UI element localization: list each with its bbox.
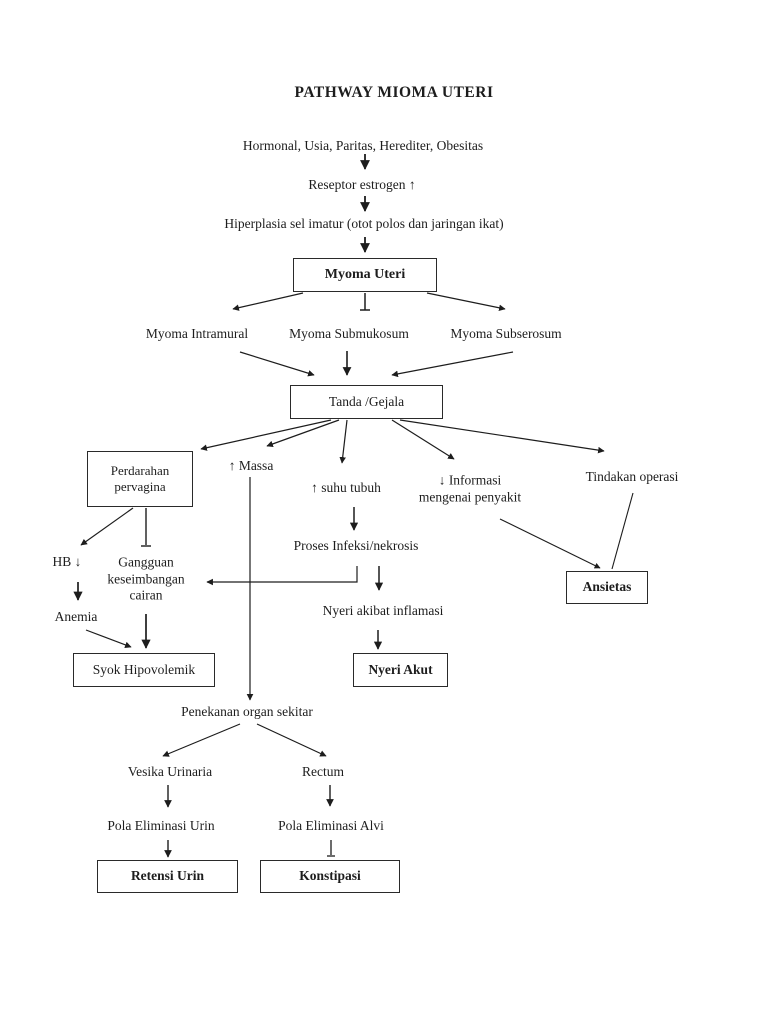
box-konstipasi: Konstipasi [260,860,400,893]
arrows-bottom-cluster [162,723,335,858]
box-nyeri-akut: Nyeri Akut [353,653,448,687]
box-perdarahan-line1: Perdarahan [110,462,170,478]
node-gangguan-cairan: Gangguan keseimbangan cairan [107,554,184,604]
arrow-anemia-to-syok [85,629,132,648]
node-penekanan-organ: Penekanan organ sekitar [181,703,313,719]
node-hormonal-factors: Hormonal, Usia, Paritas, Herediter, Obes… [242,137,484,153]
arrow-tanda-to-tindakan [399,419,605,454]
node-nyeri-inflamasi: Nyeri akibat inflamasi [322,602,444,618]
node-tindakan-operasi: Tindakan operasi [585,468,679,484]
node-anemia: Anemia [54,608,98,624]
box-perdarahan-pervagina: Perdarahan pervagina [87,451,193,507]
node-myoma-intramural: Myoma Intramural [145,325,249,341]
node-gangguan-line1: Gangguan [118,554,174,570]
arrow-tanda-to-informasi [391,419,455,460]
arrows-converge-tanda [239,351,514,378]
arrow-myoma-to-subserosum [426,292,506,312]
arrow-subserosum-to-tanda [391,351,514,378]
node-myoma-submukosum: Myoma Submukosum [289,325,409,341]
node-myoma-subserosum: Myoma Subserosum [450,325,562,341]
node-informasi-line2: mengenai penyakit [418,489,522,504]
line-tindakan-to-ansietas [611,492,634,570]
arrow-penekanan-to-rectum [256,723,327,757]
box-ansietas: Ansietas [566,571,648,604]
arrow-informasi-to-ansietas [499,518,601,569]
page-title: PATHWAY MIOMA UTERI [294,84,494,101]
node-pola-eliminasi-urin: Pola Eliminasi Urin [107,817,215,833]
arrow-tanda-to-massa [266,419,340,448]
box-perdarahan-line2: pervagina [114,479,166,494]
node-reseptor-estrogen: Reseptor estrogen ↑ [308,176,416,192]
arrow-tanda-to-suhu [339,419,348,464]
arrow-proses-to-gangguan [206,566,358,586]
box-syok-hipovolemik: Syok Hipovolemik [73,653,215,687]
box-retensi-urin: Retensi Urin [97,860,238,893]
node-vesika-urinaria: Vesika Urinaria [127,763,213,779]
node-proses-infeksi: Proses Infeksi/nekrosis [293,537,419,553]
box-myoma-uteri: Myoma Uteri [293,258,437,292]
arrow-tanda-to-perdarahan [200,419,332,451]
node-pola-eliminasi-alvi: Pola Eliminasi Alvi [278,817,384,833]
node-gangguan-line2: keseimbangan [107,570,185,586]
node-informasi-line1: ↓ Informasi [438,472,502,488]
arrow-perdarahan-to-hb [80,507,134,546]
arrow-penekanan-to-vesika [162,723,241,757]
node-gangguan-line3: cairan [129,587,163,603]
node-hiperplasia: Hiperplasia sel imatur (otot polos dan j… [224,215,504,231]
box-tanda-gejala: Tanda /Gejala [290,385,443,419]
node-rectum: Rectum [302,763,344,779]
arrows-myoma-fanout [232,292,506,312]
arrow-intramural-to-tanda [239,351,315,377]
node-informasi-penyakit: ↓ Informasi mengenai penyakit [419,473,521,506]
arrow-myoma-to-intramural [232,292,304,311]
arrows-tanda-fanout [200,419,605,464]
node-massa: ↑ Massa [228,457,274,473]
node-hb-turun: HB ↓ [52,553,82,569]
node-suhu-tubuh: ↑ suhu tubuh [311,479,381,495]
